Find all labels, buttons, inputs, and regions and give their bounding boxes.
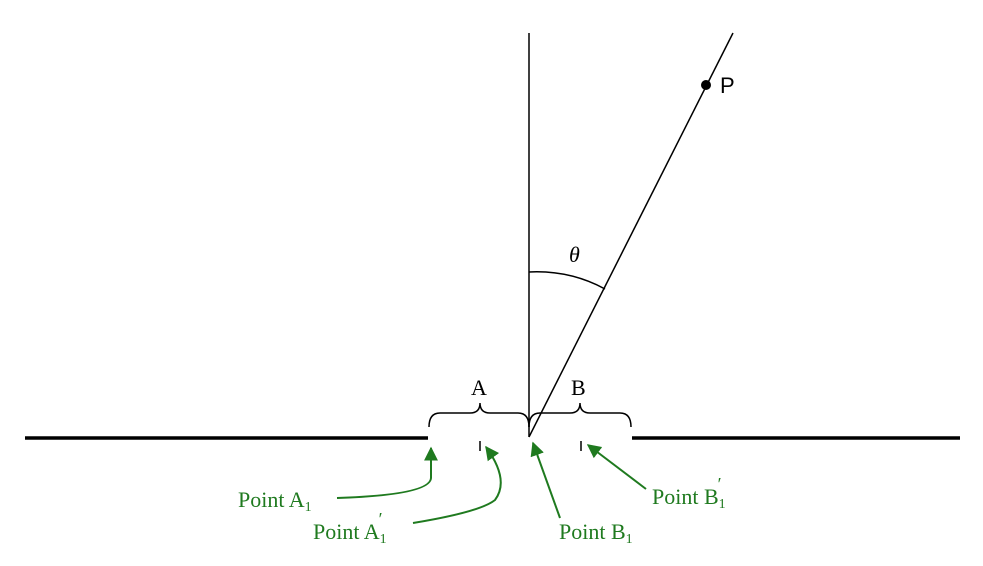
label-point-b1-prime: Point B1′ bbox=[652, 474, 726, 512]
arrow-b1 bbox=[530, 441, 561, 519]
angle-arc bbox=[528, 271, 606, 290]
label-point-a1-prime: Point A1′ bbox=[313, 509, 387, 547]
point-p bbox=[701, 80, 711, 90]
region-b-label: B bbox=[571, 375, 586, 400]
label-point-b1: Point B1 bbox=[559, 519, 633, 547]
arrow-a1-prime bbox=[412, 445, 502, 524]
ray-to-p bbox=[528, 32, 734, 438]
arrow-a1 bbox=[336, 446, 438, 499]
brace-a bbox=[428, 402, 530, 428]
arrow-b1-prime bbox=[586, 444, 647, 490]
brace-b bbox=[528, 402, 632, 428]
angle-label: θ bbox=[569, 242, 580, 267]
point-p-label: P bbox=[720, 73, 735, 98]
label-point-a1: Point A1 bbox=[238, 487, 312, 515]
region-a-label: A bbox=[471, 375, 487, 400]
